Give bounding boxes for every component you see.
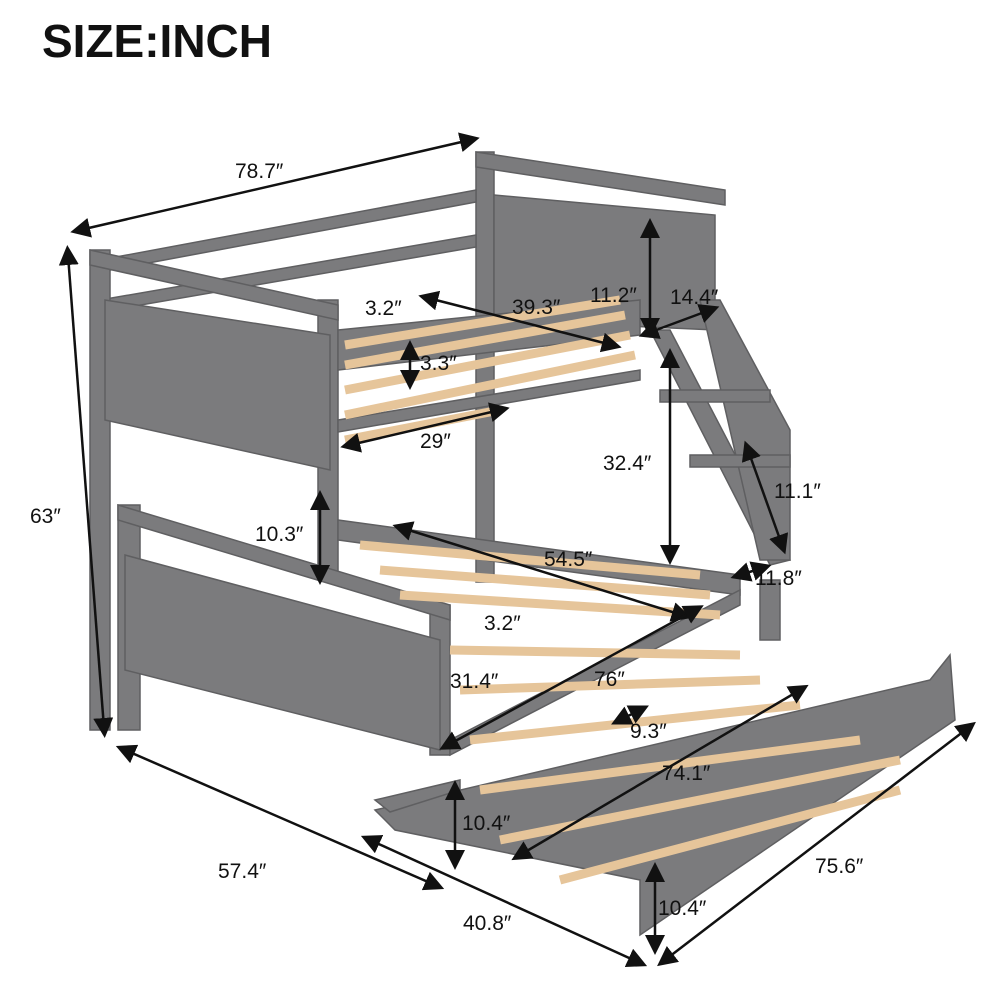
dim-bottom-length: 76″ [594,668,625,691]
dim-trundle-width: 40.8″ [463,912,512,935]
dim-bottom-width: 54.5″ [544,548,593,571]
dim-ladder-depth: 11.8″ [755,567,802,590]
dim-top-inner-length: 39.3″ [512,296,561,319]
dim-overall-height: 63″ [30,505,61,528]
dim-trundle-extended-length: 75.6″ [815,855,864,878]
dim-trundle-length: 74.1″ [662,762,711,785]
dim-bottom-clearance: 10.3″ [255,523,304,546]
dim-trundle-clearance: 10.4″ [462,812,511,835]
dim-ladder-step: 11.1″ [774,480,821,503]
dim-bottom-rail-height: 31.4″ [450,670,499,693]
dim-bottom-slat-gap: 3.2″ [484,612,521,635]
dim-overall-width: 57.4″ [218,860,267,883]
bed-frame [89,151,956,937]
dim-trundle-slat-gap: 9.3″ [630,720,667,743]
dim-ladder-height: 32.4″ [603,452,652,475]
dim-top-opening: 29″ [420,430,451,453]
dim-trundle-height: 10.4″ [658,897,707,920]
page-title: SIZE:INCH [42,15,272,67]
dim-top-guardrail-height: 11.2″ [590,284,637,307]
dim-ladder-width: 14.4″ [670,286,719,309]
dim-overall-length: 78.7″ [235,160,284,183]
dim-top-rail-gap: 3.3″ [420,352,457,375]
dimension-arrows [58,132,976,967]
dim-top-slat-gap: 3.2″ [365,297,402,320]
